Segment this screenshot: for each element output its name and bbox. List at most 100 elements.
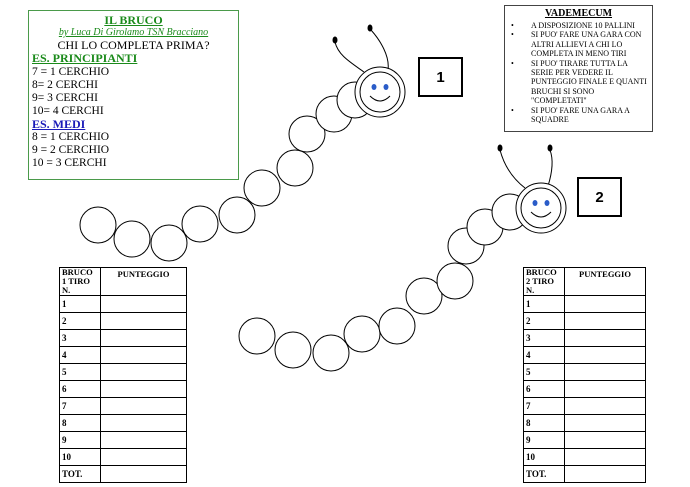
rule-line: 9 = 2 CERCHIO <box>32 144 110 156</box>
table-row: 3 <box>523 329 646 347</box>
body-segment <box>276 149 314 187</box>
score-cell[interactable] <box>100 448 187 466</box>
rule-line: 8= 2 CERCHI <box>32 79 98 91</box>
vademecum-title: VADEMECUM <box>544 8 613 19</box>
body-segment <box>436 262 474 300</box>
table-header-row: BRUCO 1 TIRO N. PUNTEGGIO <box>59 267 187 296</box>
table-row: 9 <box>523 431 646 449</box>
score-cell[interactable] <box>100 346 187 364</box>
rule-line: 10 = 3 CERCHI <box>32 157 107 169</box>
score-cell[interactable] <box>100 380 187 398</box>
vademecum-item: SI PUO' TIRARE TUTTA LA SERIE PER VEDERE… <box>511 59 650 106</box>
shot-number-cell: 5 <box>523 363 565 381</box>
shot-number-cell: 3 <box>523 329 565 347</box>
question: CHI LO COMPLETA PRIMA? <box>57 38 210 52</box>
antenna-tip <box>332 36 338 44</box>
shot-number-cell: 3 <box>59 329 101 347</box>
eye <box>532 200 538 206</box>
body-segment <box>150 224 188 262</box>
score-cell[interactable] <box>100 397 187 415</box>
body-segment <box>181 205 219 243</box>
antenna-tip <box>367 24 373 32</box>
antenna <box>370 29 389 71</box>
score-cell[interactable] <box>100 363 187 381</box>
rule-line: 8 = 1 CERCHIO <box>32 131 110 143</box>
head-inner <box>359 71 401 113</box>
rule-line: 10= 4 CERCHI <box>32 105 104 117</box>
shot-number-cell: 2 <box>523 312 565 330</box>
section-principianti-heading: ES. PRINCIPIANTI <box>32 51 138 65</box>
table-row: 7 <box>59 397 187 415</box>
shot-number-cell: 10 <box>523 448 565 466</box>
table-row: 10 <box>523 448 646 466</box>
shot-number-cell: 4 <box>59 346 101 364</box>
shot-number-cell: 7 <box>59 397 101 415</box>
shot-number-cell: 10 <box>59 448 101 466</box>
antenna <box>499 149 526 189</box>
table-row: 5 <box>59 363 187 381</box>
caterpillar-2 <box>238 144 567 372</box>
body-segment <box>113 220 151 258</box>
table-row: 9 <box>59 431 187 449</box>
score-cell[interactable] <box>564 363 646 381</box>
section-medi-heading: ES. MEDI <box>32 117 86 131</box>
eye <box>371 84 377 90</box>
body-segment <box>405 277 443 315</box>
score-cell[interactable] <box>564 346 646 364</box>
shot-number-cell: 8 <box>59 414 101 432</box>
body-segment <box>238 317 276 355</box>
score-cell[interactable] <box>564 448 646 466</box>
rule-line: 7 = 1 CERCHIO <box>32 66 110 78</box>
shot-number-cell: 9 <box>59 431 101 449</box>
table-row: 8 <box>523 414 646 432</box>
table-row: 7 <box>523 397 646 415</box>
score-cell[interactable] <box>564 431 646 449</box>
score-cell[interactable] <box>100 465 187 483</box>
header-shot-number: BRUCO 2 TIRO N. <box>523 267 565 296</box>
table-row: 1 <box>523 295 646 313</box>
header-shot-number: BRUCO 1 TIRO N. <box>59 267 101 296</box>
antenna-tip <box>497 144 503 152</box>
table-row: 6 <box>523 380 646 398</box>
table-row: 1 <box>59 295 187 313</box>
score-cell[interactable] <box>564 465 646 483</box>
score-cell[interactable] <box>564 295 646 313</box>
antenna-tip <box>547 144 553 152</box>
table-row: 10 <box>59 448 187 466</box>
table-row: TOT. <box>59 465 187 483</box>
shot-number-cell: TOT. <box>59 465 101 483</box>
vademecum-item: A DISPOSIZIONE 10 PALLINI <box>511 21 650 31</box>
score-cell[interactable] <box>564 312 646 330</box>
vademecum-item: SI PUO' FARE UNA GARA A SQUADRE <box>511 106 650 125</box>
score-cell[interactable] <box>100 295 187 313</box>
score-cell[interactable] <box>564 414 646 432</box>
body-segment <box>343 315 381 353</box>
score-cell[interactable] <box>564 380 646 398</box>
caterpillar-2-label: 2 <box>577 177 622 217</box>
body-segment <box>218 196 256 234</box>
body-segment <box>274 331 312 369</box>
score-cell[interactable] <box>564 329 646 347</box>
antenna <box>547 149 553 187</box>
score-cell[interactable] <box>100 431 187 449</box>
shot-number-cell: 5 <box>59 363 101 381</box>
title-box: IL BRUCO by Luca Di Girolamo TSN Braccia… <box>28 10 239 180</box>
table-row: 8 <box>59 414 187 432</box>
score-cell[interactable] <box>100 414 187 432</box>
shot-number-cell: 6 <box>59 380 101 398</box>
table-row: 4 <box>59 346 187 364</box>
score-cell[interactable] <box>564 397 646 415</box>
body-segment <box>312 334 350 372</box>
caterpillar-1 <box>79 24 406 262</box>
shot-number-cell: TOT. <box>523 465 565 483</box>
vademecum-box: VADEMECUM A DISPOSIZIONE 10 PALLINI SI P… <box>504 5 653 132</box>
shot-number-cell: 6 <box>523 380 565 398</box>
vademecum-list: A DISPOSIZIONE 10 PALLINI SI PUO' FARE U… <box>505 21 652 124</box>
score-cell[interactable] <box>100 312 187 330</box>
shot-number-cell: 9 <box>523 431 565 449</box>
smile <box>369 95 391 102</box>
score-cell[interactable] <box>100 329 187 347</box>
